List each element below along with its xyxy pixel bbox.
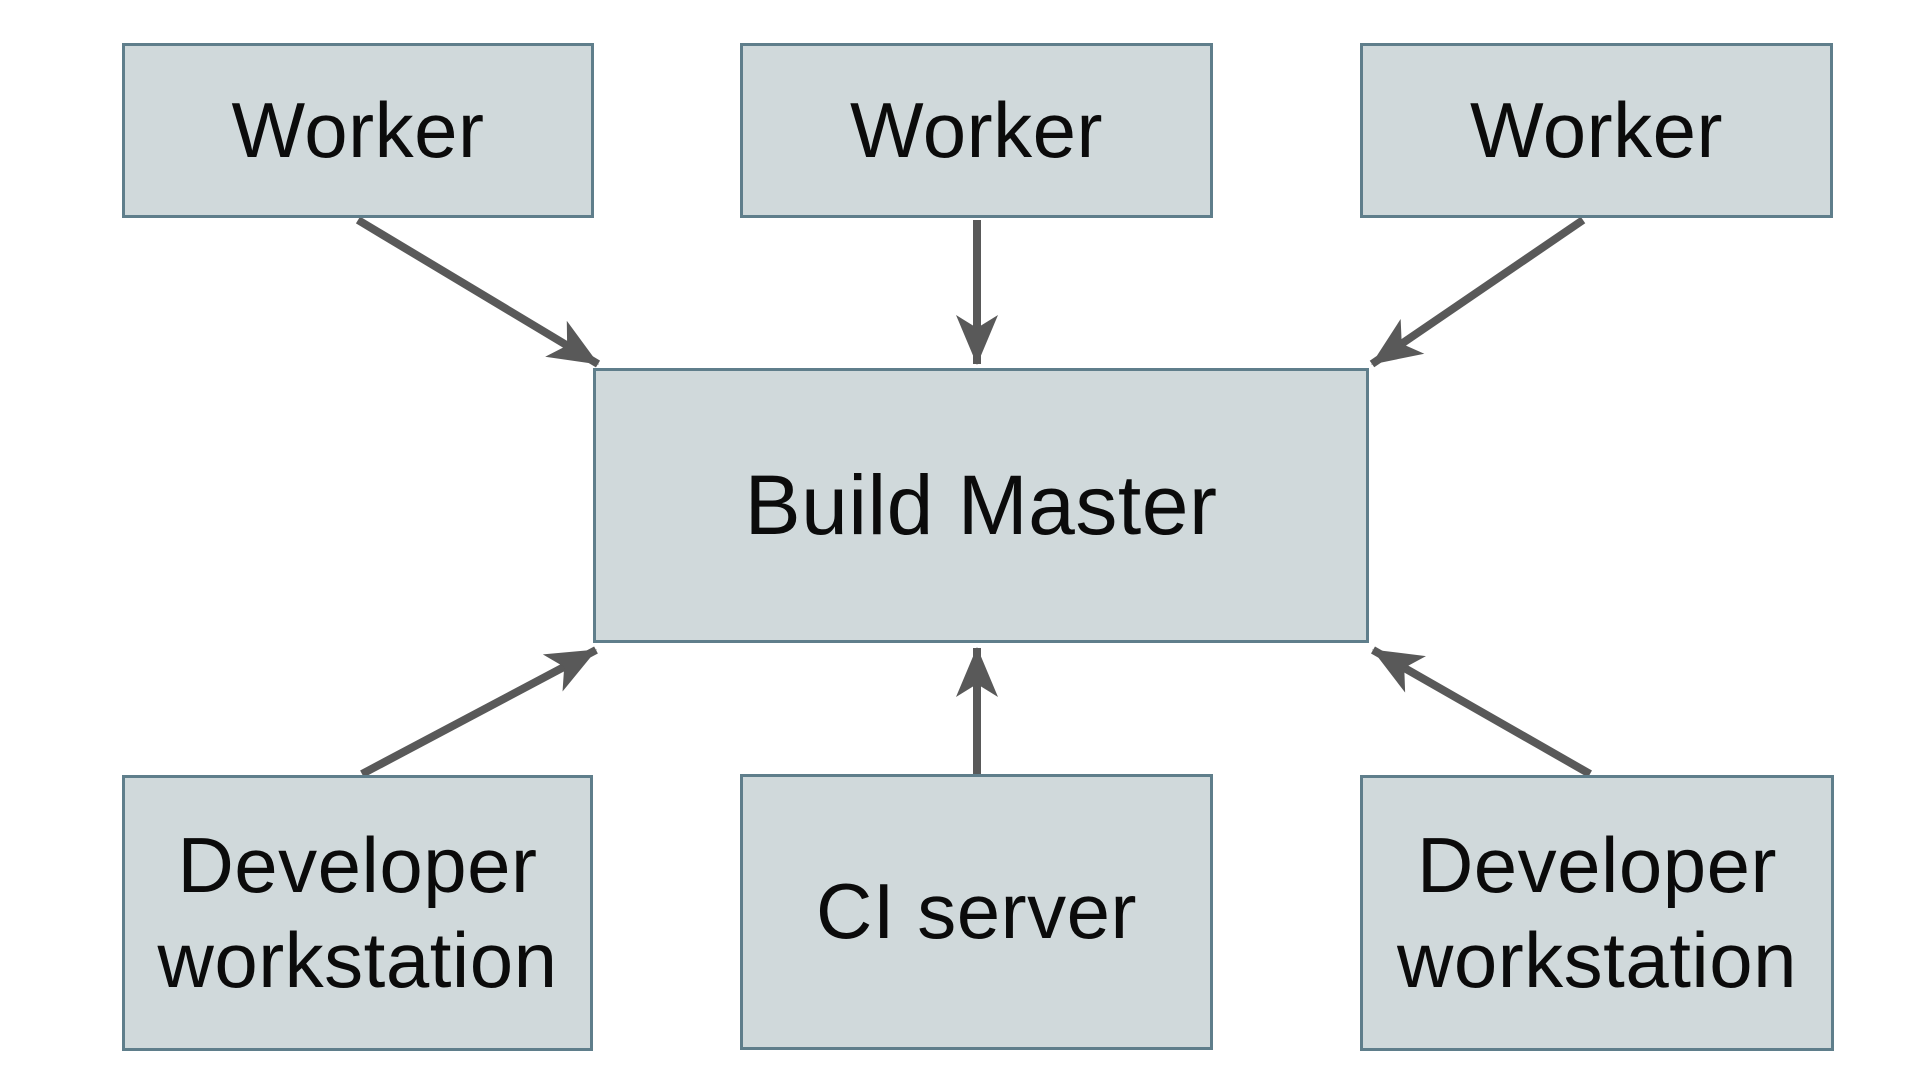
node-worker-3: Worker (1360, 43, 1833, 218)
arrow-developer-workstation-left-to-build-master (360, 646, 598, 778)
node-ci-server: CI server (740, 774, 1213, 1050)
node-developer-workstation-left-label: Developer workstation (157, 820, 558, 1004)
node-worker-3-label: Worker (1470, 85, 1723, 174)
node-worker-1: Worker (122, 43, 594, 218)
node-build-master: Build Master (593, 368, 1369, 643)
arrow-worker-3-to-build-master (1369, 216, 1586, 368)
node-build-master-label: Build Master (744, 458, 1218, 553)
node-ci-server-label: CI server (816, 867, 1137, 956)
node-developer-workstation-right-label: Developer workstation (1397, 820, 1797, 1004)
node-worker-2: Worker (740, 43, 1213, 218)
node-worker-2-label: Worker (850, 85, 1103, 174)
node-developer-workstation-left: Developer workstation (122, 775, 593, 1051)
node-worker-1-label: Worker (231, 85, 485, 174)
node-developer-workstation-right: Developer workstation (1360, 775, 1834, 1051)
arrow-developer-workstation-right-to-build-master (1371, 646, 1592, 778)
arrow-worker-1-to-build-master (355, 216, 601, 368)
